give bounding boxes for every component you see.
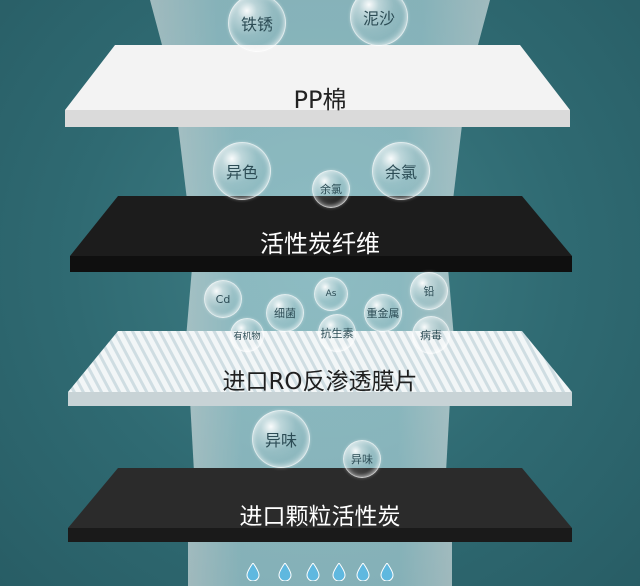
water-drop-icon	[278, 563, 292, 581]
bubble-sediment: 泥沙	[350, 0, 408, 46]
ro-membrane-edge	[68, 392, 572, 406]
pp-cotton-edge	[65, 110, 570, 127]
pp-cotton-label: PP棉	[293, 86, 347, 114]
water-drop-icon	[332, 563, 346, 581]
bubble-lead: 铅	[410, 272, 448, 310]
granular-carbon-top	[68, 468, 572, 528]
bubble-cadmium: Cd	[204, 280, 242, 318]
bubble-organics: 有机物	[230, 318, 264, 352]
bubble-odor-small: 异味	[343, 440, 381, 478]
water-drop-icon	[246, 563, 260, 581]
carbon-fiber-label: 活性炭纤维	[260, 230, 380, 258]
water-drop-icon	[306, 563, 320, 581]
carbon-fiber-top	[70, 196, 572, 256]
bubble-chlorine-large: 余氯	[372, 142, 430, 200]
water-drop-icon	[380, 563, 394, 581]
bubble-rust: 铁锈	[228, 0, 286, 52]
bubble-odor-large: 异味	[252, 410, 310, 468]
bubble-chlorine-small: 余氯	[312, 170, 350, 208]
bubble-color: 异色	[213, 142, 271, 200]
bubble-bacteria: 细菌	[266, 294, 304, 332]
carbon-fiber-edge	[70, 256, 572, 272]
bubble-arsenic: As	[314, 277, 348, 311]
granular-carbon-label: 进口颗粒活性炭	[239, 504, 401, 530]
water-drop-icon	[356, 563, 370, 581]
pp-cotton-top	[65, 45, 570, 110]
granular-carbon-edge	[68, 528, 572, 542]
bubble-virus: 病毒	[412, 316, 450, 354]
bubble-antibiotics: 抗生素	[318, 314, 356, 352]
ro-membrane-label: 进口RO反渗透膜片	[222, 369, 418, 395]
bubble-heavy-metal: 重金属	[364, 294, 402, 332]
